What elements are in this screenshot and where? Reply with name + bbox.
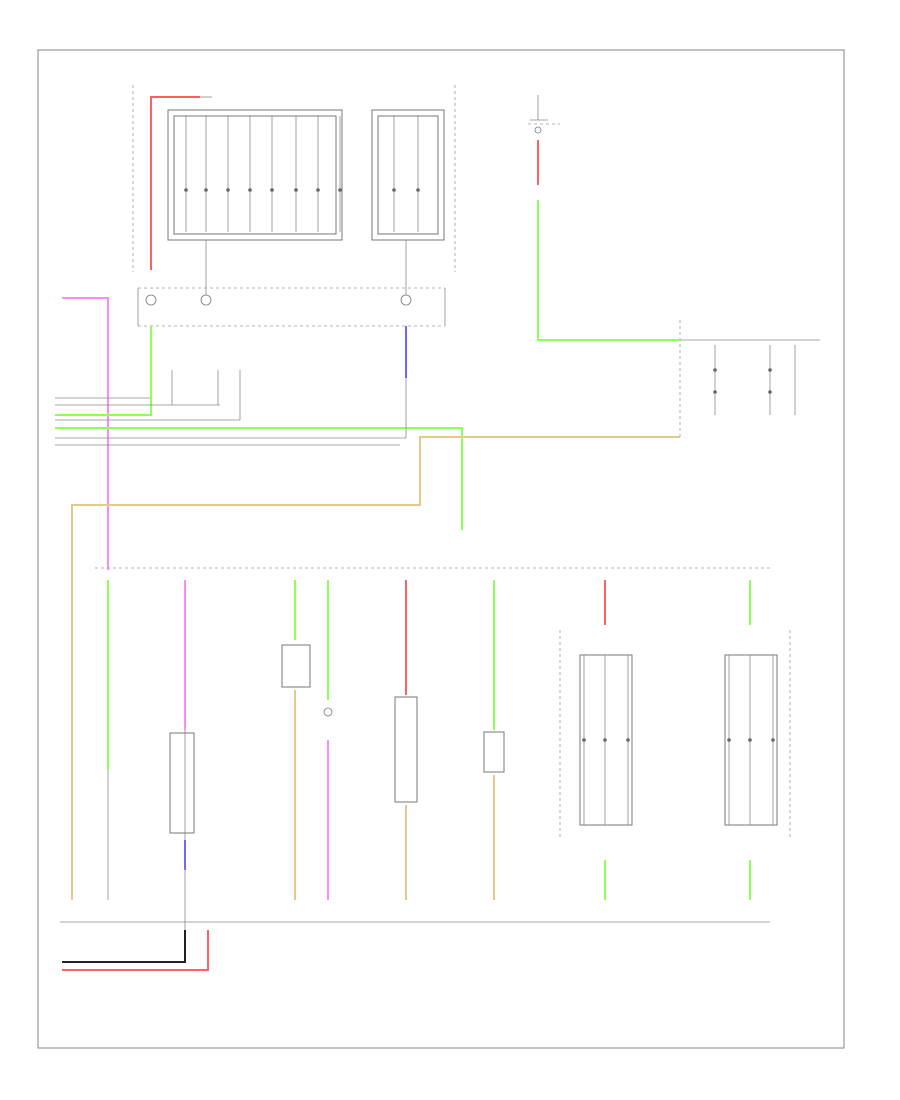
- wire-green-left: [55, 326, 152, 416]
- diagram-frame: [37, 49, 845, 1049]
- component-dimmer-module: [281, 644, 311, 688]
- junction-connector-row: [137, 240, 446, 327]
- ground-box-boundary: [132, 85, 456, 272]
- wire-red-ground: [62, 930, 209, 971]
- component-control-module: [394, 696, 418, 803]
- connector-block-left: [167, 109, 343, 241]
- wire-gray-signals: [55, 397, 400, 446]
- wire-pink-main: [62, 297, 109, 570]
- sensor-box-right: [679, 320, 820, 440]
- connector-block-center: [371, 109, 445, 241]
- component-switch-panel-right: [724, 630, 791, 840]
- wire-green-long: [55, 427, 463, 530]
- component-switch-6: [483, 731, 505, 773]
- wire-green-sensor: [537, 200, 680, 341]
- wire-tan-long: [71, 436, 680, 900]
- wire-red-feed: [150, 96, 200, 270]
- wire-gray-junction: [55, 378, 407, 439]
- wire-black-ground: [62, 930, 186, 963]
- ignition-switch-area: [528, 95, 560, 134]
- component-switch-panel-left: [559, 630, 633, 840]
- component-rheostat: [169, 732, 195, 834]
